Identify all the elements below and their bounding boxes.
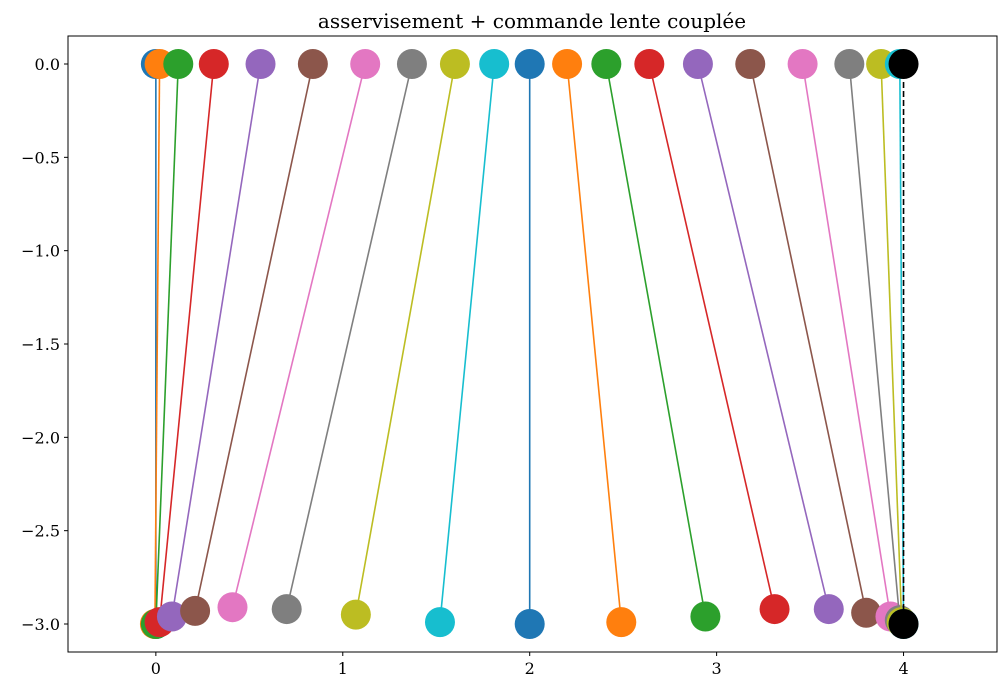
data-point: [682, 49, 713, 79]
series-line: [899, 63, 905, 625]
data-point: [690, 601, 721, 632]
data-point: [180, 595, 211, 626]
series-12: [591, 49, 721, 632]
series-line: [171, 63, 262, 617]
data-point: [271, 594, 302, 625]
series-18: [866, 49, 917, 638]
series-line: [194, 63, 314, 612]
data-point: [439, 49, 470, 79]
data-point: [514, 49, 545, 79]
series-9: [424, 49, 510, 638]
data-point: [156, 601, 187, 632]
data-point: [813, 594, 844, 625]
data-point: [787, 49, 818, 79]
series-10: [514, 49, 545, 639]
series-line: [749, 63, 867, 613]
data-point: [163, 49, 194, 79]
x-tick-label: 4: [898, 659, 908, 678]
data-point: [340, 599, 371, 630]
data-point: [350, 49, 381, 79]
series-line: [605, 63, 707, 617]
series-line: [648, 63, 776, 610]
x-tick-label: 0: [151, 659, 161, 678]
y-tick-label: −0.5: [21, 148, 60, 167]
data-point: [424, 607, 455, 638]
data-point: [759, 594, 790, 625]
data-point: [552, 49, 583, 79]
series-15: [735, 49, 882, 628]
series-line: [231, 63, 366, 608]
data-point: [396, 49, 427, 79]
series-line: [355, 63, 456, 615]
data-point: [479, 49, 510, 79]
series-line: [566, 63, 623, 623]
series-8: [340, 49, 470, 630]
y-tick-label: −2.0: [21, 428, 60, 447]
series-1: [139, 49, 175, 639]
y-tick-label: −3.0: [21, 615, 60, 634]
data-point: [245, 49, 276, 79]
series-line: [697, 63, 830, 610]
data-point: [198, 49, 229, 79]
series-19: [884, 49, 919, 639]
data-point: [606, 607, 637, 638]
series-13: [634, 49, 790, 625]
series-5: [180, 49, 328, 626]
y-tick-label: −2.5: [21, 522, 60, 541]
y-tick-label: 0.0: [35, 55, 60, 74]
series-line: [285, 63, 413, 610]
data-point: [735, 49, 766, 79]
data-point: [514, 609, 545, 639]
data-point: [297, 49, 328, 79]
data-point: [217, 592, 248, 623]
series-line: [880, 63, 903, 623]
series-4: [156, 49, 276, 632]
series-11: [552, 49, 637, 638]
series-7: [271, 49, 427, 625]
data-point: [851, 597, 882, 628]
series-20: [888, 49, 919, 639]
data-point: [888, 609, 919, 639]
series-16: [787, 49, 906, 632]
series-line: [439, 63, 495, 623]
series-6: [217, 49, 381, 623]
x-tick-label: 1: [338, 659, 348, 678]
series-line: [848, 63, 901, 621]
series-line: [155, 63, 180, 625]
y-tick-label: −1.5: [21, 335, 60, 354]
series-line: [801, 63, 892, 617]
series-14: [682, 49, 844, 625]
series-line: [154, 63, 161, 625]
axes-frame: [67, 35, 998, 653]
series-line: [158, 63, 215, 623]
data-point: [834, 49, 865, 79]
data-point: [888, 49, 919, 79]
x-tick-label: 2: [525, 659, 535, 678]
chart-title: asservisement + commande lente couplée: [318, 9, 746, 33]
data-point: [591, 49, 622, 79]
data-point: [634, 49, 665, 79]
x-tick-label: 3: [712, 659, 722, 678]
y-tick-label: −1.0: [21, 242, 60, 261]
